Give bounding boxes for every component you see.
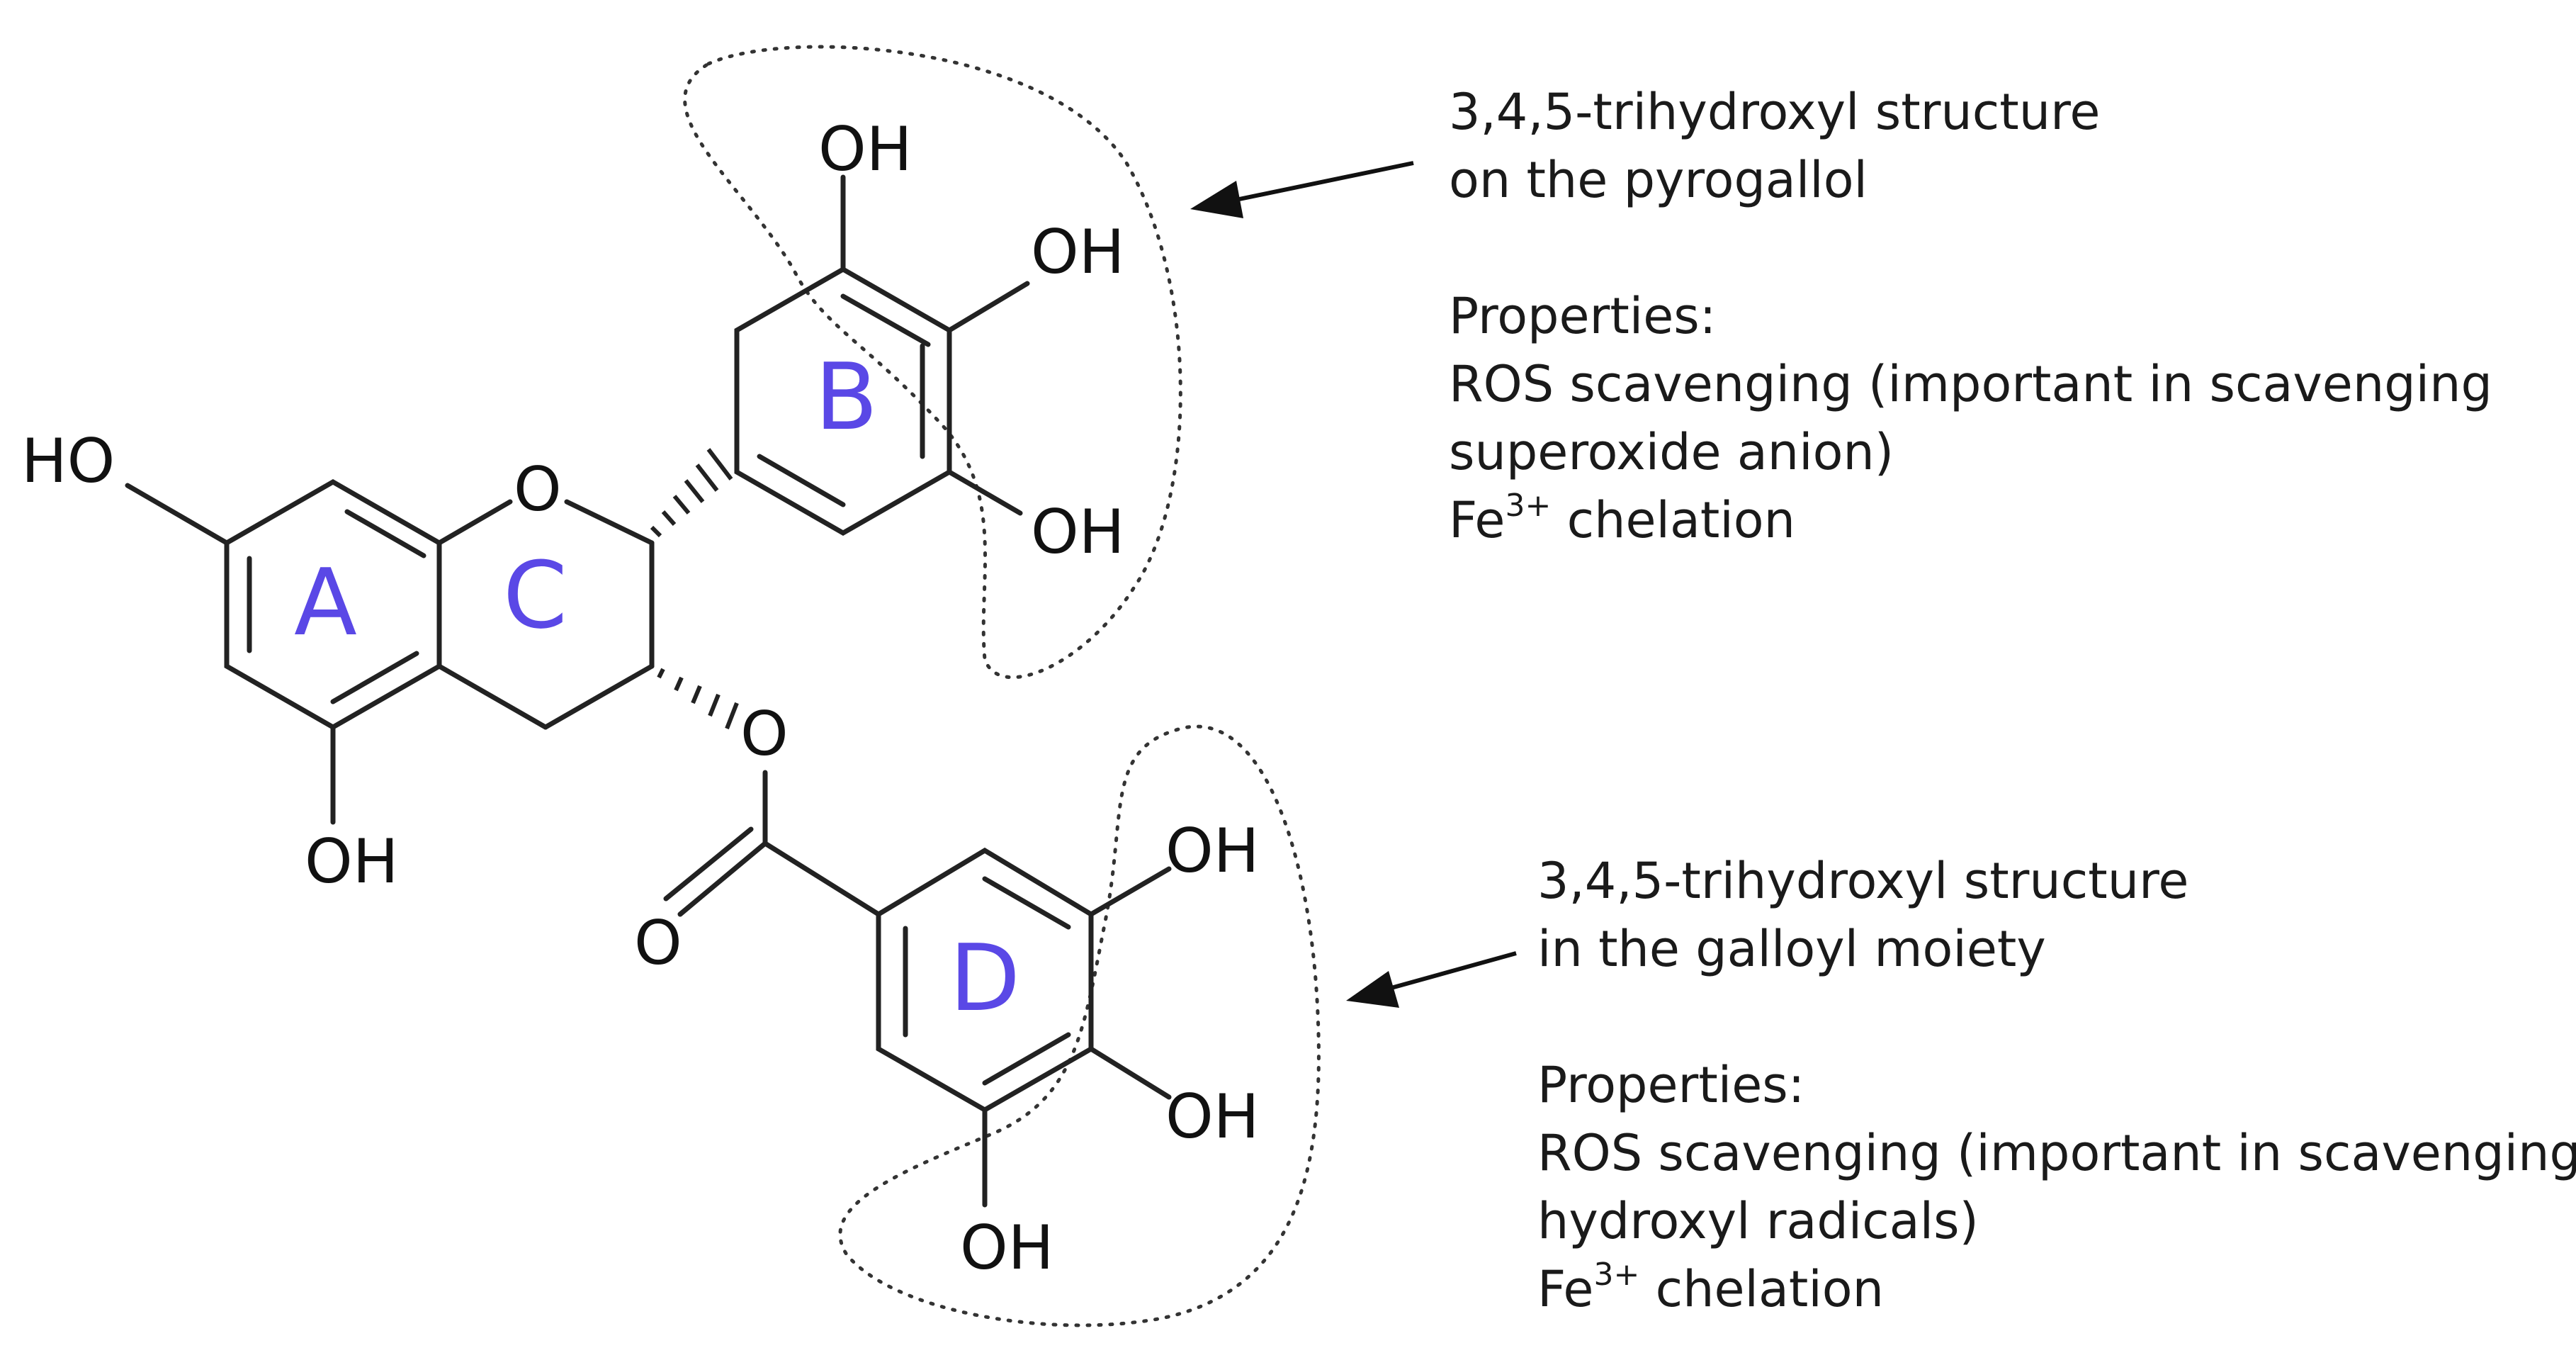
- atom-oh-a-bottom: OH: [305, 826, 398, 897]
- fe-chelation-text: chelation: [1551, 491, 1795, 549]
- fe-symbol: Fe: [1537, 1260, 1594, 1318]
- fe-charge: 3+: [1505, 487, 1552, 524]
- atom-oh-b-low: OH: [1031, 497, 1124, 568]
- arrow-galloyl: [1346, 951, 1517, 1008]
- atom-oh-d-mid: OH: [1165, 1082, 1259, 1152]
- ring-label-b: B: [815, 343, 878, 451]
- annotation-pyrogallol-fe-chelation: Fe3+ chelation: [1449, 486, 2492, 554]
- hashed-bond-c3: [657, 668, 739, 730]
- atom-o-ester: O: [740, 699, 789, 770]
- annotation-galloyl-properties-heading: Properties:: [1537, 1056, 1805, 1114]
- atom-oh-b-top: OH: [818, 114, 912, 185]
- annotation-galloyl-line2: in the galloyl moiety: [1537, 920, 2046, 978]
- bond-d-oh-top: [1088, 866, 1172, 917]
- bond-b-oh-mid: [947, 281, 1030, 333]
- fe-chelation-text: chelation: [1639, 1260, 1884, 1318]
- bond-b-oh-low: [947, 469, 1023, 516]
- annotation-galloyl-fe-chelation: Fe3+ chelation: [1537, 1255, 2576, 1323]
- fe-charge: 3+: [1593, 1256, 1640, 1293]
- ring-label-c: C: [503, 541, 567, 649]
- atom-oh-d-top: OH: [1165, 816, 1259, 887]
- bond-c-ring-d: [762, 841, 881, 917]
- atom-oh-d-bottom: OH: [960, 1213, 1053, 1284]
- bond-carbonyl-2: [663, 826, 754, 902]
- atom-o-ring: O: [514, 454, 562, 525]
- annotation-pyrogallol-line2: on the pyrogallol: [1449, 151, 1868, 209]
- atom-o-carbonyl: O: [634, 908, 682, 979]
- bond-carbonyl-1: [677, 841, 768, 917]
- annotation-pyrogallol-properties-heading: Properties:: [1449, 287, 1717, 345]
- lasso-pyrogallol: [683, 45, 1182, 680]
- atom-oh-b-mid: OH: [1031, 217, 1124, 288]
- annotation-pyrogallol-line4: superoxide anion): [1449, 423, 1894, 481]
- ring-label-a: A: [294, 549, 357, 656]
- fe-symbol: Fe: [1449, 491, 1506, 549]
- lasso-galloyl: [838, 724, 1321, 1327]
- ring-label-d: D: [949, 924, 1020, 1032]
- bond-d-oh-mid: [1088, 1046, 1172, 1100]
- annotation-galloyl: 3,4,5-trihydroxyl structure in the gallo…: [1537, 847, 2576, 1323]
- ring-c: [436, 499, 655, 730]
- atom-ho-a: HO: [21, 426, 115, 497]
- bond-a-ho: [125, 483, 230, 546]
- annotation-pyrogallol-line3: ROS scavenging (important in scavenging: [1449, 355, 2492, 413]
- annotation-pyrogallol-line1: 3,4,5-trihydroxyl structure: [1449, 83, 2101, 141]
- annotation-galloyl-line3: ROS scavenging (important in scavenging: [1537, 1124, 2576, 1182]
- annotation-pyrogallol: 3,4,5-trihydroxyl structure on the pyrog…: [1449, 78, 2492, 554]
- annotation-galloyl-line1: 3,4,5-trihydroxyl structure: [1537, 852, 2189, 910]
- arrow-pyrogallol: [1190, 161, 1414, 218]
- hashed-bond-c2: [650, 448, 733, 538]
- annotation-galloyl-line4: hydroxyl radicals): [1537, 1192, 1979, 1250]
